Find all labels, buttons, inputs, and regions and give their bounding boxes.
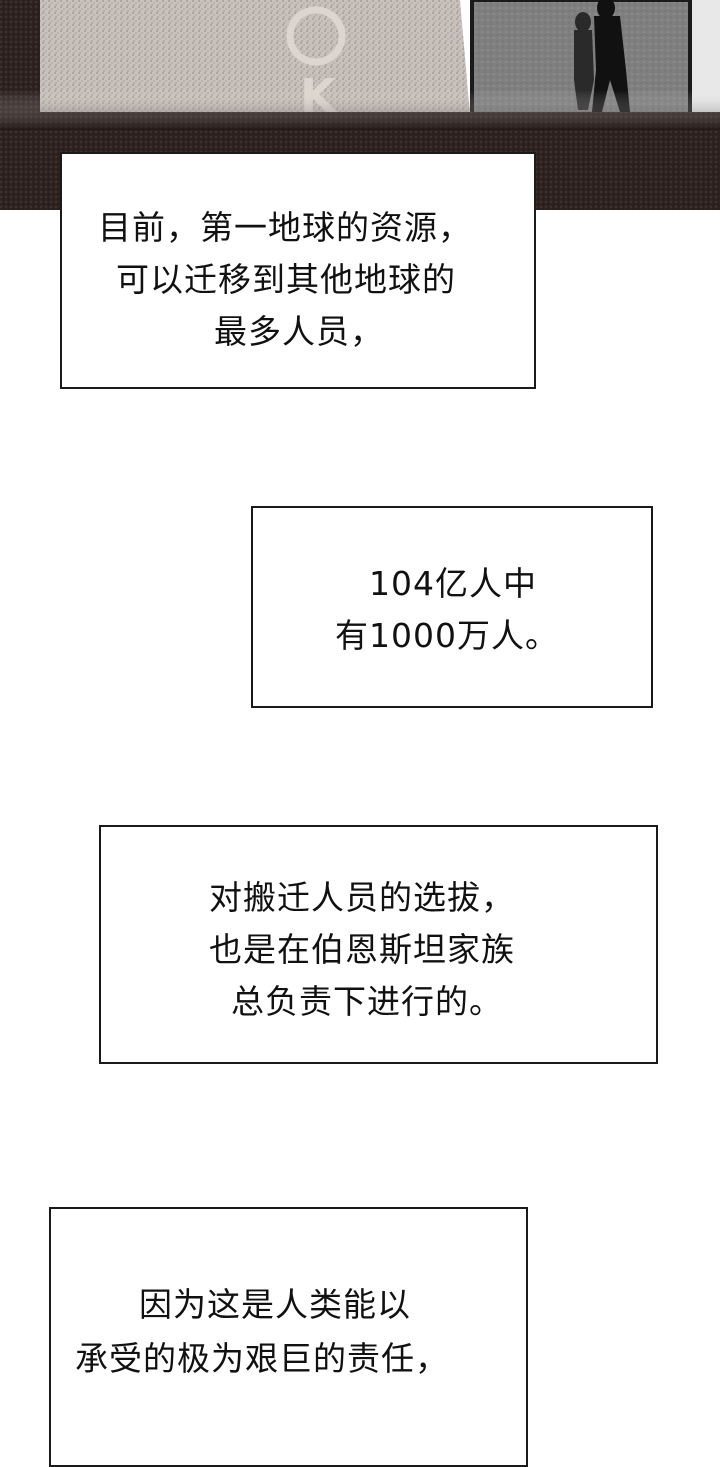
caption-line: 目前，第一地球的资源， bbox=[98, 208, 472, 247]
narration-box-3: 对搬迁人员的选拔， 也是在伯恩斯坦家族 总负责下进行的。 bbox=[99, 825, 658, 1064]
narration-box-2: 104亿人中 有1000万人。 bbox=[251, 506, 653, 708]
caption-line: 对搬迁人员的选拔， bbox=[209, 878, 515, 917]
engraved-o-letter bbox=[286, 6, 346, 66]
caption-line: 因为这是人类能以 bbox=[139, 1285, 411, 1324]
caption-line: 有1000万人。 bbox=[335, 616, 559, 655]
caption-line: 104亿人中 bbox=[369, 564, 537, 603]
caption-line: 承受的极为艰巨的责任， bbox=[75, 1339, 449, 1378]
narration-box-1: 目前，第一地球的资源， 可以迁移到其他地球的 最多人员， bbox=[60, 152, 536, 389]
stone-sign bbox=[40, 0, 470, 118]
caption-line: 也是在伯恩斯坦家族 bbox=[209, 930, 515, 969]
caption-line: 最多人员， bbox=[214, 312, 384, 351]
caption-line: 总负责下进行的。 bbox=[231, 982, 503, 1021]
caption-line: 可以迁移到其他地球的 bbox=[116, 260, 456, 299]
narration-box-4: 因为这是人类能以 承受的极为艰巨的责任， bbox=[49, 1207, 528, 1467]
